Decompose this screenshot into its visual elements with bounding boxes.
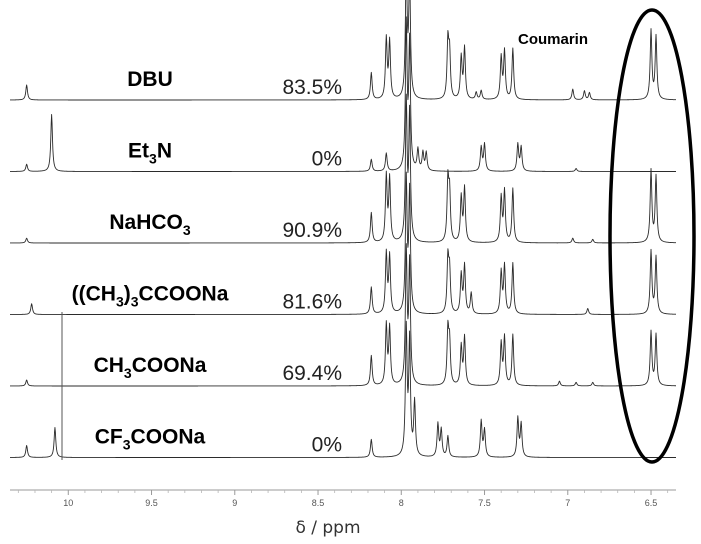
- coumarin-highlight-ellipse: [608, 8, 696, 464]
- series-base-label: ((CH3)3CCOONa: [72, 283, 229, 310]
- series-base-label: Et3N: [128, 140, 172, 167]
- series-yield-label: 0%: [312, 434, 342, 457]
- x-tick-label: 10: [63, 498, 73, 508]
- series-base-label: CF3COONa: [95, 426, 206, 453]
- series-yield-label: 69.4%: [282, 362, 342, 385]
- x-tick-label: 7: [565, 498, 570, 508]
- labels-layer: DBU 83.5% Et3N 0% NaHCO3 90.9% ((CH3)3CCOONa 81…: [72, 68, 342, 457]
- spectra-layer: [9, 0, 677, 460]
- x-tick-label: 9.5: [145, 498, 158, 508]
- spectrum-trace: [9, 16, 677, 172]
- x-tick-label: 8: [399, 498, 404, 508]
- x-tick-label: 8.5: [312, 498, 325, 508]
- series-base-label: NaHCO3: [109, 211, 191, 238]
- x-tick-label: 6.5: [645, 498, 658, 508]
- series-base-label: DBU: [127, 68, 173, 91]
- coumarin-annotation-label: Coumarin: [518, 31, 588, 48]
- spectrum-trace: [9, 243, 677, 387]
- series-yield-label: 0%: [312, 148, 342, 171]
- x-axis: 10 9.5 9 8.5 8 7.5 7 6.5: [10, 489, 676, 508]
- series-yield-label: 81.6%: [282, 291, 342, 314]
- x-tick-label: 9: [232, 498, 237, 508]
- spectrum-trace: [9, 320, 677, 458]
- spectrum-trace: [9, 171, 677, 315]
- series-yield-label: 83.5%: [282, 76, 342, 99]
- spectrum-trace: [9, 93, 677, 244]
- x-tick-label: 7.5: [478, 498, 491, 508]
- series-base-label: CH3COONa: [94, 354, 207, 381]
- spectrum-trace: [9, 0, 677, 101]
- series-yield-label: 90.9%: [282, 219, 342, 242]
- x-axis-title: δ / ppm: [295, 518, 360, 538]
